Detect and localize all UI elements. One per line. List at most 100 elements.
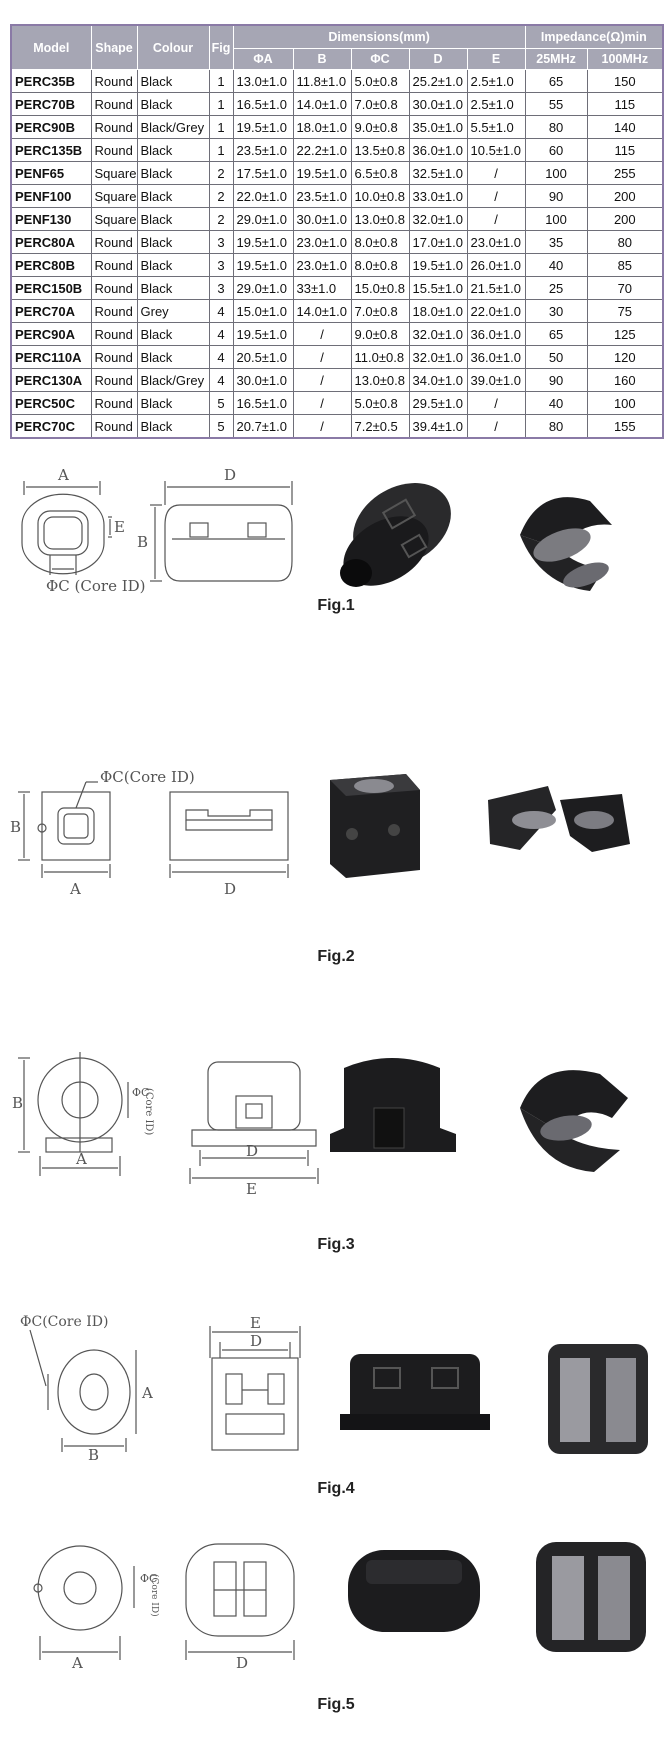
- cell-i25: 60: [524, 138, 588, 162]
- header-dimensions: Dimensions(mm): [232, 24, 526, 49]
- cell-model: PERC150B: [10, 276, 92, 300]
- fig2-label-d: D: [224, 880, 236, 898]
- fig1-label-e: E: [114, 518, 125, 536]
- cell-model: PERC90B: [10, 115, 92, 139]
- cell-i100: 200: [586, 184, 664, 208]
- cell-i100: 115: [586, 138, 664, 162]
- cell-model: PERC130A: [10, 368, 92, 392]
- cell-b: 23.0±1.0: [292, 253, 352, 277]
- cell-e: /: [466, 161, 526, 185]
- cell-a: 20.5±1.0: [232, 345, 294, 369]
- fig1-caption: Fig.1: [317, 597, 355, 614]
- cell-d: 33.0±1.0: [408, 184, 468, 208]
- header-a: ΦA: [232, 48, 294, 70]
- cell-b: 30.0±1.0: [292, 207, 352, 231]
- cell-i100: 85: [586, 253, 664, 277]
- cell-d: 32.0±1.0: [408, 207, 468, 231]
- cell-shape: Round: [90, 276, 138, 300]
- fig3-drawings: B A ΦC (Core ID) D E: [12, 1052, 628, 1198]
- cell-shape: Square: [90, 161, 138, 185]
- cell-c: 9.0±0.8: [350, 322, 410, 346]
- cell-colour: Black/Grey: [136, 368, 210, 392]
- cell-fig: 2: [208, 207, 234, 231]
- cell-fig: 4: [208, 345, 234, 369]
- cell-colour: Black: [136, 92, 210, 116]
- cell-e: 36.0±1.0: [466, 345, 526, 369]
- cell-model: PERC35B: [10, 69, 92, 93]
- fig5-photo-closed-core: [348, 1550, 480, 1632]
- spec-table: Model Shape Colour Fig Dimensions(mm) Im…: [10, 24, 665, 439]
- figure-2: B A ΦC(Core ID) D Fig.2: [0, 760, 672, 980]
- cell-b: 11.8±1.0: [292, 69, 352, 93]
- fig3-label-c: ΦC: [132, 1086, 149, 1099]
- cell-colour: Black/Grey: [136, 115, 210, 139]
- cell-i25: 35: [524, 230, 588, 254]
- cell-i100: 200: [586, 207, 664, 231]
- cell-e: 26.0±1.0: [466, 253, 526, 277]
- cell-shape: Round: [90, 253, 138, 277]
- cell-d: 34.0±1.0: [408, 368, 468, 392]
- fig3-label-d: D: [246, 1142, 258, 1160]
- cell-c: 5.0±0.8: [350, 69, 410, 93]
- fig5-front-view: [33, 1545, 135, 1660]
- cell-a: 19.5±1.0: [232, 253, 294, 277]
- cell-shape: Round: [90, 322, 138, 346]
- cell-c: 6.5±0.8: [350, 161, 410, 185]
- fig3-front-view: [18, 1052, 129, 1176]
- cell-c: 11.0±0.8: [350, 345, 410, 369]
- cell-model: PERC90A: [10, 322, 92, 346]
- fig2-photo-closed-core: [330, 774, 420, 878]
- cell-fig: 2: [208, 184, 234, 208]
- fig5-photo-open-core: [536, 1542, 646, 1652]
- header-fig: Fig: [208, 24, 234, 70]
- cell-shape: Round: [90, 368, 138, 392]
- cell-fig: 1: [208, 138, 234, 162]
- cell-model: PERC80B: [10, 253, 92, 277]
- cell-model: PERC135B: [10, 138, 92, 162]
- cell-shape: Round: [90, 345, 138, 369]
- cell-model: PERC110A: [10, 345, 92, 369]
- cell-fig: 1: [208, 115, 234, 139]
- cell-b: /: [292, 368, 352, 392]
- cell-d: 35.0±1.0: [408, 115, 468, 139]
- cell-i100: 80: [586, 230, 664, 254]
- cell-c: 13.0±0.8: [350, 207, 410, 231]
- cell-c: 13.0±0.8: [350, 368, 410, 392]
- fig3-label-b: B: [12, 1094, 23, 1112]
- cell-b: 14.0±1.0: [292, 299, 352, 323]
- figure-5: A ΦC (Core ID) D Fig.5: [0, 1536, 672, 1746]
- cell-i25: 80: [524, 414, 588, 439]
- cell-shape: Square: [90, 184, 138, 208]
- cell-model: PERC70C: [10, 414, 92, 439]
- cell-colour: Black: [136, 414, 210, 439]
- cell-d: 29.5±1.0: [408, 391, 468, 415]
- cell-i100: 115: [586, 92, 664, 116]
- fig2-label-core: ΦC(Core ID): [100, 768, 195, 786]
- fig2-front-view: [18, 781, 111, 878]
- fig3-photo-closed-core: [330, 1058, 456, 1152]
- fig4-label-e: E: [250, 1314, 261, 1332]
- cell-e: 2.5±1.0: [466, 69, 526, 93]
- cell-colour: Black: [136, 391, 210, 415]
- cell-i25: 40: [524, 391, 588, 415]
- cell-fig: 3: [208, 230, 234, 254]
- spec-table-wrapper: Model Shape Colour Fig Dimensions(mm) Im…: [10, 24, 665, 439]
- cell-colour: Black: [136, 184, 210, 208]
- fig5-drawings: A ΦC (Core ID) D: [33, 1542, 646, 1672]
- header-100mhz: 100MHz: [586, 48, 664, 70]
- fig3-photo-open-core: [520, 1070, 628, 1172]
- fig4-photo-open-core: [548, 1344, 648, 1454]
- cell-i100: 140: [586, 115, 664, 139]
- cell-shape: Square: [90, 207, 138, 231]
- cell-fig: 4: [208, 322, 234, 346]
- cell-fig: 1: [208, 69, 234, 93]
- fig2-label-b: B: [10, 818, 21, 836]
